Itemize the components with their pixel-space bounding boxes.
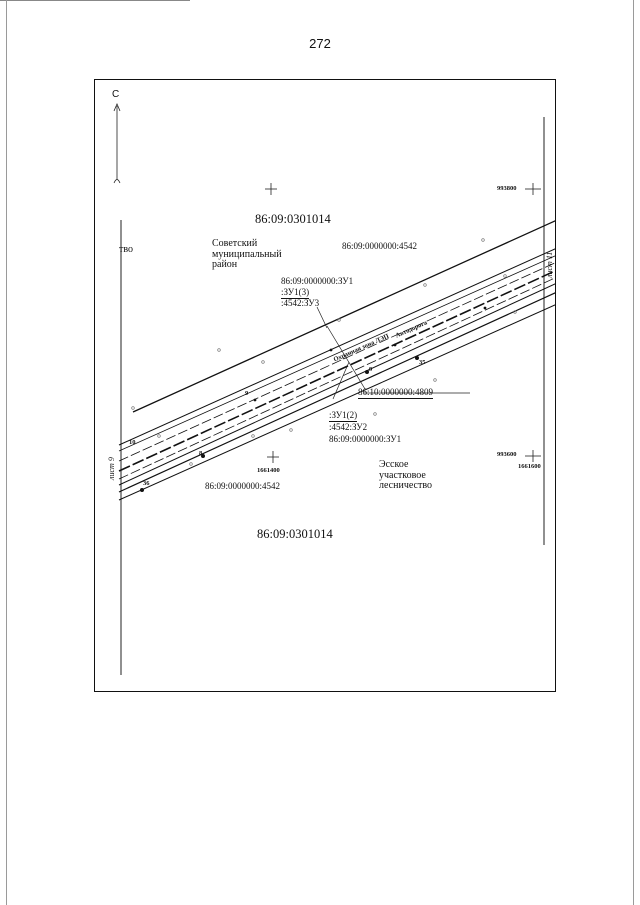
parcel-label-4542-upper: 86:09:0000000:4542: [342, 241, 418, 251]
upper-group-line-1: 86:09:0000000:ЗУ1: [281, 276, 354, 286]
grid-crosses: [265, 183, 541, 463]
upper-group-line-3: :4542:ЗУ3: [281, 298, 320, 308]
place-sovetsky-district: Советский муниципальный район: [212, 238, 282, 270]
point-36: 36: [143, 480, 150, 487]
place-esskoe-forestry: Эсское участковое лесничество: [379, 459, 432, 491]
point-35: 35: [419, 359, 426, 366]
point-9b: 9: [245, 390, 249, 397]
sheet-ref-right: лист 11: [545, 251, 554, 278]
scan-specks: [131, 238, 517, 466]
coord-993800: 993800: [497, 185, 517, 192]
top-rule: [0, 0, 190, 1]
map-drawing: [113, 102, 555, 675]
point-8: 8: [199, 450, 203, 457]
point-9a: 9: [369, 366, 373, 373]
point-10: 10: [129, 439, 136, 446]
map-frame: С 86:09:0301014 86:09:0301014 86:09:0000…: [94, 79, 556, 692]
lower-group-line-3: 86:09:0000000:ЗУ1: [329, 434, 402, 444]
parcel-label-top: 86:09:0301014: [255, 212, 331, 226]
survey-points: [140, 306, 487, 492]
lower-group-line-1: :ЗУ1(2): [329, 410, 358, 422]
page-number: 272: [309, 36, 331, 51]
sheet-ref-left: лист 9: [107, 457, 116, 480]
north-arrow-tail: [113, 179, 121, 184]
upper-group-line-2: :ЗУ1(3): [281, 287, 310, 299]
right-edge-line: [633, 0, 634, 905]
north-letter: С: [112, 89, 120, 100]
coord-1661600: 1661600: [518, 463, 541, 470]
coord-1661400: 1661400: [257, 467, 280, 474]
parcel-label-4809: 86:10:0000000:4809: [358, 387, 434, 399]
parcel-label-4542-lower: 86:09:0000000:4542: [205, 481, 281, 491]
place-partial-left: тво: [119, 244, 134, 255]
coord-993600: 993600: [497, 451, 517, 458]
left-edge-line: [6, 0, 7, 905]
road-corridor: [118, 220, 555, 501]
lower-group-line-2: :4542:ЗУ2: [329, 422, 368, 432]
parcel-label-bottom: 86:09:0301014: [257, 527, 333, 541]
leader-lines: [316, 306, 470, 400]
north-arrow-icon: [113, 102, 121, 112]
